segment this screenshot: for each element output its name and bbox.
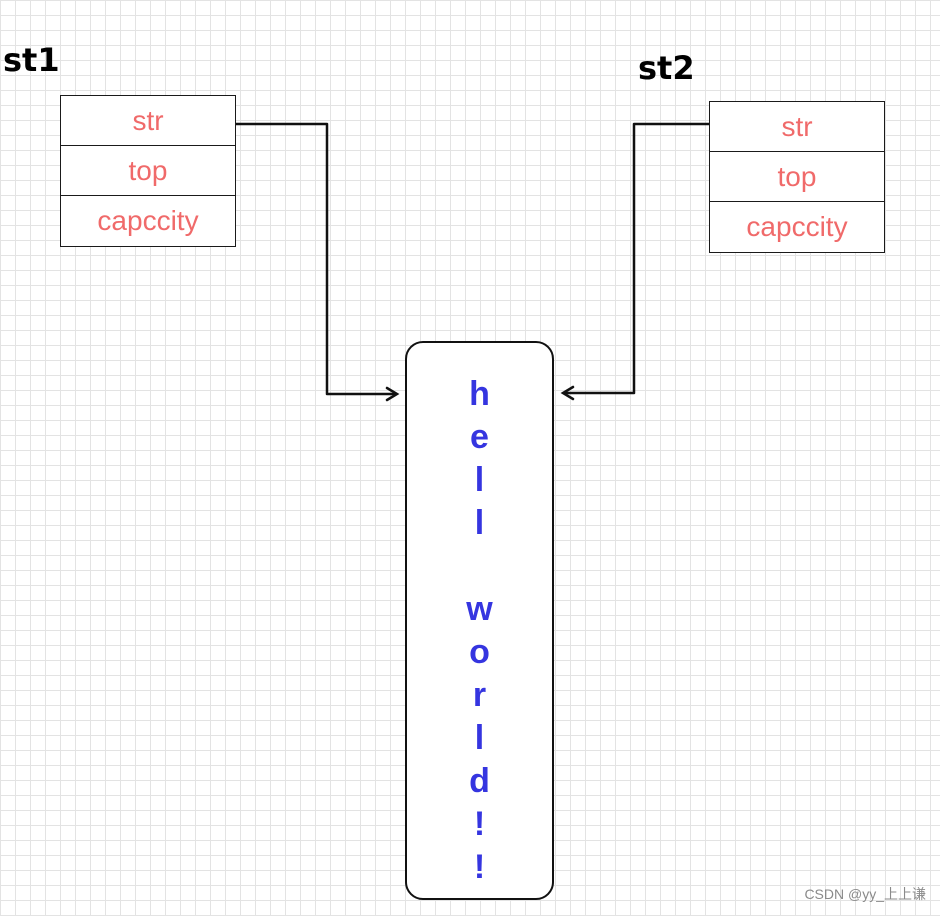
field-capccity: capccity — [746, 211, 848, 242]
struct-box-st1: str top capccity — [60, 95, 236, 247]
string-char: ! — [473, 805, 486, 843]
string-char: e — [470, 418, 489, 456]
string-chars: h e l l w o r l d ! ! — [407, 373, 552, 889]
field-top: top — [61, 146, 235, 196]
string-char: l — [474, 504, 485, 542]
field-str: str — [61, 96, 235, 146]
struct-label-st2: st2 — [638, 49, 695, 87]
arrowhead-st2-icon — [560, 385, 575, 401]
string-char: o — [469, 633, 490, 671]
field-top: top — [710, 152, 884, 202]
string-char: l — [474, 461, 485, 499]
string-char: ! — [473, 848, 486, 886]
string-char: d — [469, 762, 490, 800]
pointer-arrow-st2 — [563, 122, 709, 395]
string-char: r — [472, 676, 487, 714]
watermark: CSDN @yy_上上谦 — [804, 886, 926, 902]
arrowhead-st1-icon — [385, 386, 400, 402]
struct-box-st2: str top capccity — [709, 101, 885, 253]
field-str: str — [710, 102, 884, 152]
string-memory-box: h e l l w o r l d ! ! — [405, 341, 554, 900]
field-capccity: capccity — [97, 205, 199, 236]
struct-label-st1: st1 — [3, 41, 60, 79]
pointer-arrow-st1 — [236, 122, 397, 396]
string-char: h — [469, 375, 490, 413]
string-char: l — [474, 719, 485, 757]
string-char: w — [466, 590, 493, 628]
